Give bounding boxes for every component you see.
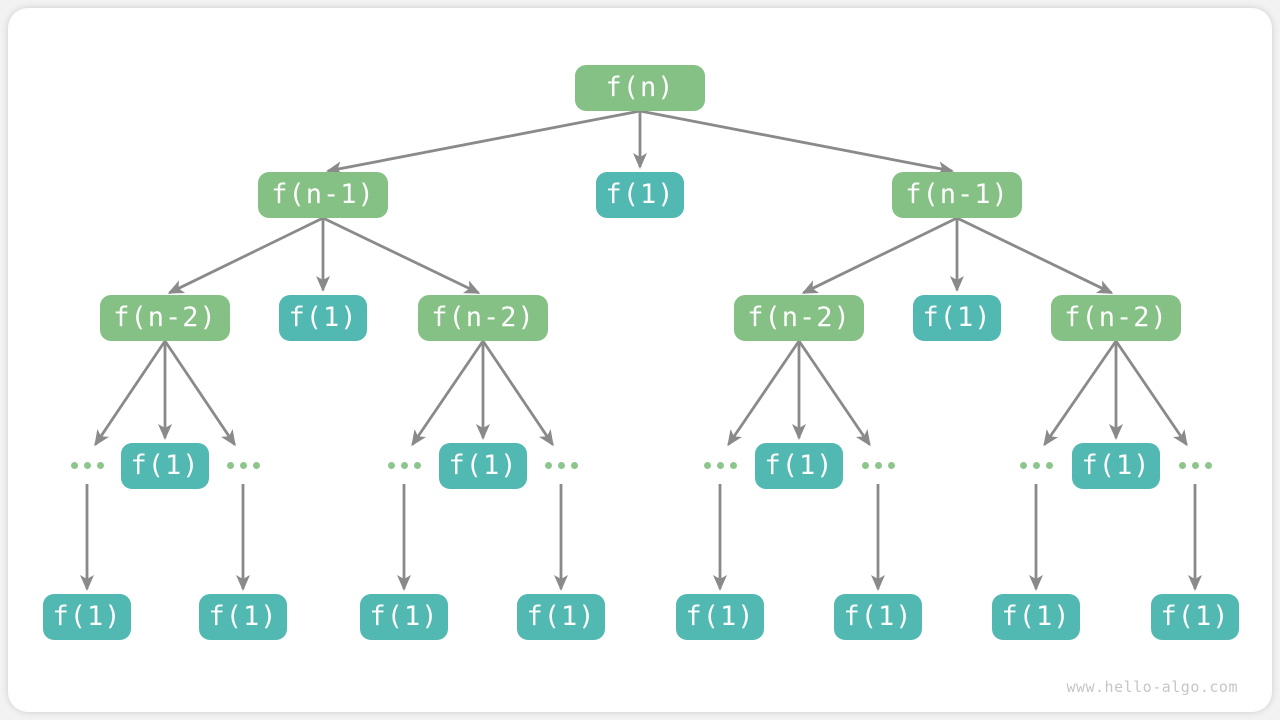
tree-node-b6: f(1) <box>834 594 922 640</box>
tree-node-fn: f(n) <box>575 65 705 111</box>
dot <box>388 462 395 469</box>
tree-node-f1g: f(1) <box>1072 443 1160 489</box>
dot <box>1046 462 1053 469</box>
tree-node-b2: f(1) <box>199 594 287 640</box>
tree-node-fn2c: f(n-2) <box>734 295 864 341</box>
dot <box>545 462 552 469</box>
tree-node-b4: f(1) <box>517 594 605 640</box>
dot <box>227 462 234 469</box>
dot <box>571 462 578 469</box>
tree-node-b5: f(1) <box>676 594 764 640</box>
tree-node-f1a: f(1) <box>596 172 684 218</box>
watermark: www.hello-algo.com <box>1066 678 1238 696</box>
dot <box>240 462 247 469</box>
ellipsis-node-d6 <box>862 462 895 469</box>
dot <box>97 462 104 469</box>
dot <box>1205 462 1212 469</box>
tree-node-f1b: f(1) <box>279 295 367 341</box>
dot <box>730 462 737 469</box>
dot <box>1020 462 1027 469</box>
tree-node-fn2a: f(n-2) <box>100 295 230 341</box>
ellipsis-node-d1 <box>71 462 104 469</box>
dot <box>888 462 895 469</box>
dot <box>84 462 91 469</box>
tree-node-f1e: f(1) <box>439 443 527 489</box>
tree-node-b3: f(1) <box>360 594 448 640</box>
dot <box>1033 462 1040 469</box>
dot <box>414 462 421 469</box>
dot <box>558 462 565 469</box>
diagram-card <box>8 8 1272 712</box>
ellipsis-node-d2 <box>227 462 260 469</box>
dot <box>71 462 78 469</box>
tree-node-f1f: f(1) <box>755 443 843 489</box>
ellipsis-node-d7 <box>1020 462 1053 469</box>
tree-node-fn1R: f(n-1) <box>892 172 1022 218</box>
tree-node-f1c: f(1) <box>913 295 1001 341</box>
dot <box>875 462 882 469</box>
dot <box>862 462 869 469</box>
ellipsis-node-d4 <box>545 462 578 469</box>
tree-node-fn1L: f(n-1) <box>258 172 388 218</box>
dot <box>704 462 711 469</box>
dot <box>253 462 260 469</box>
dot <box>717 462 724 469</box>
tree-node-fn2d: f(n-2) <box>1051 295 1181 341</box>
tree-node-b7: f(1) <box>992 594 1080 640</box>
ellipsis-node-d8 <box>1179 462 1212 469</box>
tree-node-fn2b: f(n-2) <box>418 295 548 341</box>
dot <box>1179 462 1186 469</box>
tree-node-f1d: f(1) <box>121 443 209 489</box>
tree-node-b8: f(1) <box>1151 594 1239 640</box>
dot <box>401 462 408 469</box>
dot <box>1192 462 1199 469</box>
ellipsis-node-d5 <box>704 462 737 469</box>
ellipsis-node-d3 <box>388 462 421 469</box>
tree-node-b1: f(1) <box>43 594 131 640</box>
